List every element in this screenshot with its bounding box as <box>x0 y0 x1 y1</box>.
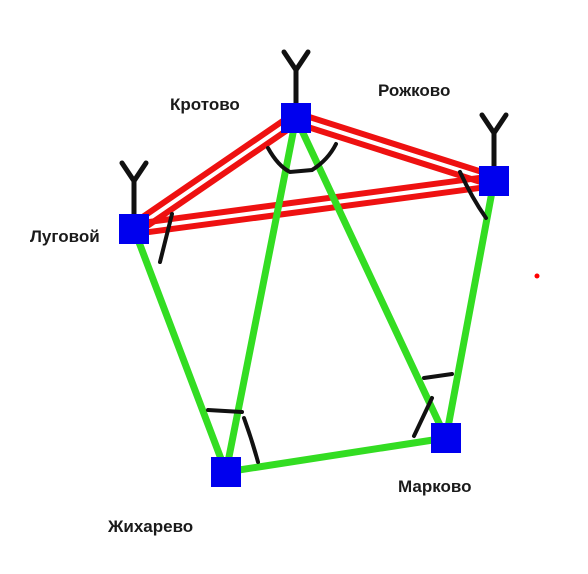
label-markovo: Марково <box>398 477 472 496</box>
angle-mark-markovo-2 <box>412 396 434 438</box>
road-lugovoy-krotovo-lane <box>133 119 302 237</box>
road-lugovoy-rozhkovo-lane <box>130 173 497 228</box>
road-krotovo-markovo <box>292 114 450 442</box>
road-lugovoy-krotovo <box>128 110 302 237</box>
roads-layer <box>128 110 499 476</box>
node-rozhkovo <box>479 166 509 196</box>
nodes-layer <box>119 103 509 487</box>
label-krotovo: Кротово <box>170 95 240 114</box>
road-zhikharevo-markovo <box>222 434 450 476</box>
stray-dot <box>534 273 540 279</box>
node-zhikharevo <box>211 457 241 487</box>
angle-mark-markovo-1 <box>422 372 454 380</box>
road-lugovoy-zhikharevo <box>130 225 230 476</box>
label-lugovoy: Луговой <box>30 227 100 246</box>
label-rozhkovo: Рожково <box>378 81 450 100</box>
road-lugovoy-krotovo-lane <box>128 110 297 228</box>
angle-marks <box>158 142 488 464</box>
road-rozhkovo-markovo <box>442 177 498 442</box>
road-lugovoy-rozhkovo-lane <box>131 182 498 237</box>
node-markovo <box>431 423 461 453</box>
label-zhikharevo: Жихарево <box>107 517 193 536</box>
antennas-layer <box>119 49 509 232</box>
angle-mark-zhikharevo-2 <box>242 416 260 464</box>
angle-mark-krotovo <box>266 142 338 175</box>
road-lugovoy-rozhkovo <box>130 173 498 237</box>
road-krotovo-rozhkovo-lane <box>294 110 499 180</box>
node-krotovo <box>281 103 311 133</box>
angle-mark-lugovoy <box>158 212 174 264</box>
angle-mark-rozhkovo <box>458 170 488 220</box>
node-lugovoy <box>119 214 149 244</box>
angle-mark-zhikharevo-1 <box>206 408 244 414</box>
